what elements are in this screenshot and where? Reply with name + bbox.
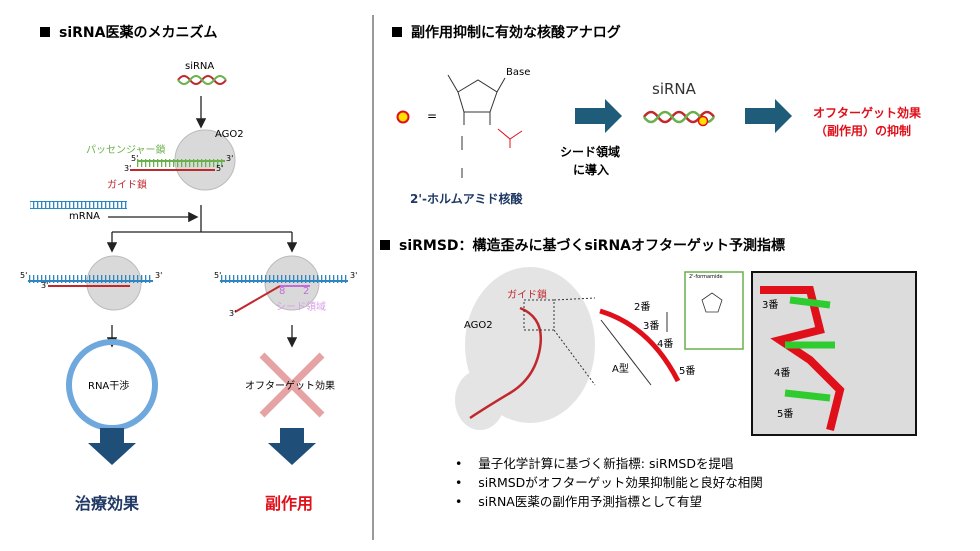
analog-title-text: 副作用抑制に有効な核酸アナログ	[411, 25, 621, 41]
detail-position-4: 4番	[774, 368, 791, 379]
three-prime-label: 3'	[155, 271, 163, 280]
bullet-text: 量子化学計算に基づく新指標: siRMSDを提唱	[478, 456, 734, 471]
three-prime-label: 3'	[229, 309, 237, 318]
detail-position-3: 3番	[762, 300, 779, 311]
bullet-item: • siRMSDがオフターゲット効果抑制能と良好な相関	[455, 475, 763, 490]
therapeutic-effect-label: 治療効果	[75, 494, 140, 513]
seed-position-8: 8	[279, 286, 286, 297]
seed-position-2: 2	[303, 286, 310, 297]
five-prime-label: 5'	[214, 271, 222, 280]
position-3-label: 3番	[643, 321, 660, 332]
target-mrna	[28, 275, 153, 283]
bullet-item: • siRNA医薬の副作用予測指標として有望	[455, 494, 702, 509]
formamide-inset-structure	[701, 292, 723, 313]
ago2-label: AGO2	[215, 129, 244, 140]
left-panel-title: siRNA医薬のメカニズム	[40, 22, 217, 42]
sirmsd-title-text: siRMSD：構造歪みに基づくsiRNAオフターゲット予測指標	[399, 238, 786, 254]
left-title-text: siRNA医薬のメカニズム	[59, 25, 218, 41]
mrna-strand	[30, 201, 127, 209]
modified-nucleotide-marker-icon	[396, 110, 410, 124]
overlay-structures	[760, 286, 845, 431]
block-arrow-icon	[745, 99, 792, 133]
side-effect-label: 副作用	[265, 494, 314, 513]
bullet-square-icon	[380, 240, 390, 250]
three-prime-label: 3'	[41, 281, 49, 290]
detail-position-5: 5番	[777, 409, 794, 420]
nucleic-acid-name: 2'-ホルムアミド核酸	[410, 192, 523, 206]
sirna-label: siRNA	[185, 61, 215, 72]
guide-strand	[48, 285, 130, 287]
result-line-2: （副作用）の抑制	[815, 124, 912, 138]
position-2-label: 2番	[634, 302, 651, 313]
guide-strand-label: ガイド鎖	[507, 290, 547, 301]
mrna-label: mRNA	[69, 211, 101, 222]
sirmsd-section-title: siRMSD：構造歪みに基づくsiRNAオフターゲット予測指標	[380, 235, 785, 255]
bullet-text: siRMSDがオフターゲット効果抑制能と良好な相関	[478, 475, 763, 490]
bullet-text: siRNA医薬の副作用予測指標として有望	[478, 494, 702, 509]
formamide-inset-box	[684, 271, 744, 350]
equals-sign: =	[427, 109, 438, 123]
bullet-item: • 量子化学計算に基づく新指標: siRMSDを提唱	[455, 456, 734, 471]
bullet-square-icon	[40, 27, 50, 37]
inset-label: 2'-formamide	[689, 274, 723, 280]
cross-mark-icon	[259, 352, 325, 418]
bullet-square-icon	[392, 27, 402, 37]
analog-section-title: 副作用抑制に有効な核酸アナログ	[392, 22, 621, 42]
three-prime-label: 3'	[226, 154, 234, 163]
seed-region-label: シード領域	[276, 302, 326, 313]
position-5-label: 5番	[679, 366, 696, 377]
passenger-strand-label: パッセンジャー鎖	[86, 145, 166, 156]
guide-strand-label: ガイド鎖	[107, 180, 147, 191]
base-label: Base	[506, 67, 531, 78]
mechanism-diagram	[28, 75, 348, 465]
position-4-label: 4番	[657, 339, 674, 350]
offtarget-effect-label: オフターゲット効果	[245, 381, 335, 392]
big-down-arrow-icon	[88, 428, 136, 465]
panel-divider	[372, 15, 374, 540]
rnai-label: RNA干渉	[88, 381, 130, 392]
offtarget-mrna	[220, 275, 348, 283]
five-prime-label: 5'	[216, 164, 224, 173]
three-prime-label: 3'	[350, 271, 358, 280]
sirna-helix-icon	[642, 110, 716, 127]
guide-strand-unpaired	[234, 285, 281, 313]
ago2-label: AGO2	[464, 320, 493, 331]
formamide-nucleotide-structure	[447, 74, 523, 178]
three-prime-label: 3'	[124, 164, 132, 173]
block-arrow-icon	[575, 99, 622, 133]
five-prime-label: 5'	[20, 271, 28, 280]
introduce-label-line2: に導入	[573, 163, 610, 177]
sirna-label: siRNA	[652, 80, 696, 98]
passenger-strand	[137, 159, 225, 167]
introduce-label-line1: シード領域	[560, 145, 621, 159]
five-prime-label: 5'	[131, 154, 139, 163]
seed-region-strand	[280, 285, 310, 287]
sirna-helix-icon	[177, 75, 227, 85]
big-down-arrow-icon	[268, 428, 316, 465]
a-form-label: A型	[612, 364, 629, 375]
result-line-1: オフターゲット効果	[813, 106, 922, 120]
guide-strand	[130, 169, 215, 171]
